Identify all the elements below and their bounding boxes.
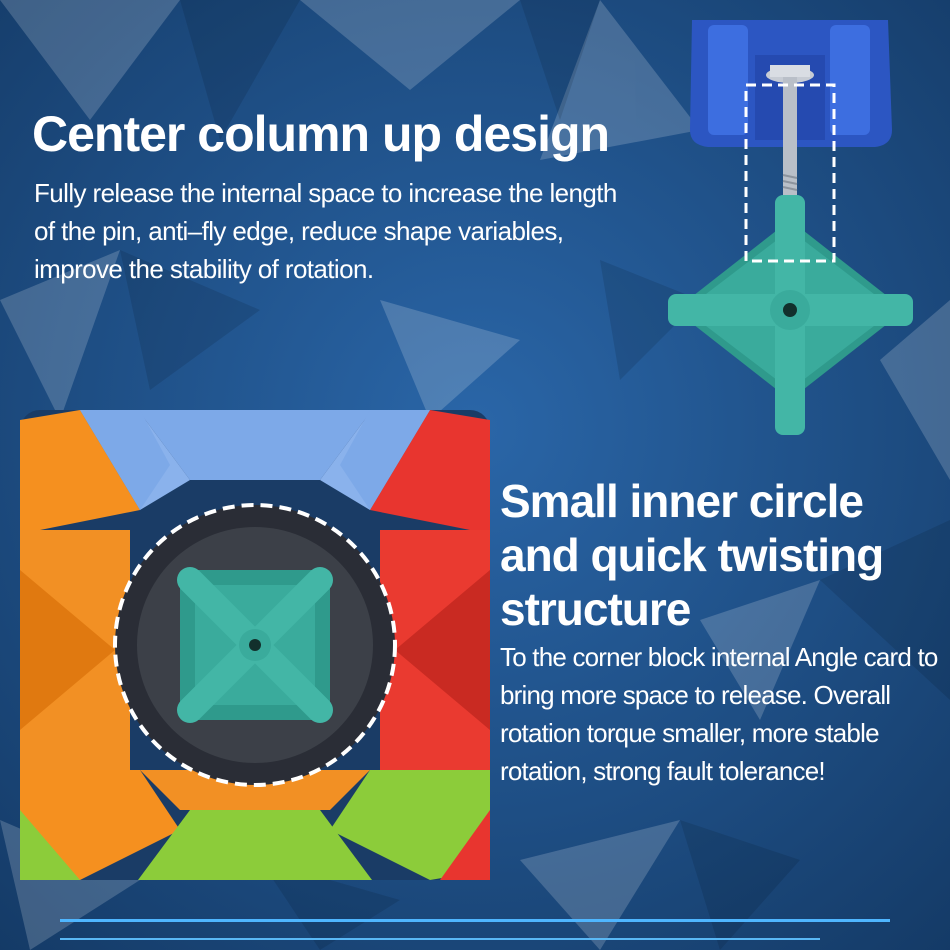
- cube-illustration: [20, 410, 490, 880]
- section-heading-pin: Center column up design: [32, 106, 610, 162]
- divider-line: [60, 938, 820, 940]
- section-description-structure: To the corner block internal Angle card …: [500, 642, 938, 786]
- section-description-pin: Fully release the internal space to incr…: [34, 178, 617, 284]
- divider-line: [60, 919, 890, 922]
- pin-core-illustration: [668, 20, 913, 435]
- section-heading-structure: Small inner circle and quick twisting st…: [500, 475, 884, 635]
